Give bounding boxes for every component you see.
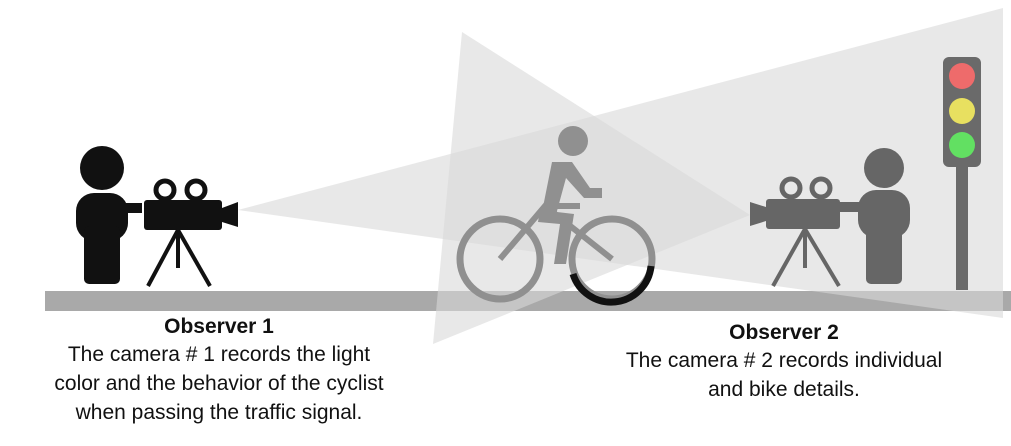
observer-2-line-1: The camera # 2 records individual [565,346,1003,375]
observer-1-line-2: color and the behavior of the cyclist [0,369,438,398]
observer-2-title: Observer 2 [565,320,1003,346]
observer-1-title: Observer 1 [0,314,438,340]
observer-1-line-1: The camera # 1 records the light [0,340,438,369]
red-light [949,63,975,89]
observer-2-line-2: and bike details. [565,375,1003,404]
observer-1-caption: Observer 1 The camera # 1 records the li… [0,314,438,427]
green-light [949,132,975,158]
yellow-light [949,98,975,124]
camera-1-icon [144,181,238,286]
observer-1-line-3: when passing the traffic signal. [0,398,438,427]
observer-1-person-icon [76,146,142,284]
observer-2-caption: Observer 2 The camera # 2 records indivi… [565,320,1003,404]
